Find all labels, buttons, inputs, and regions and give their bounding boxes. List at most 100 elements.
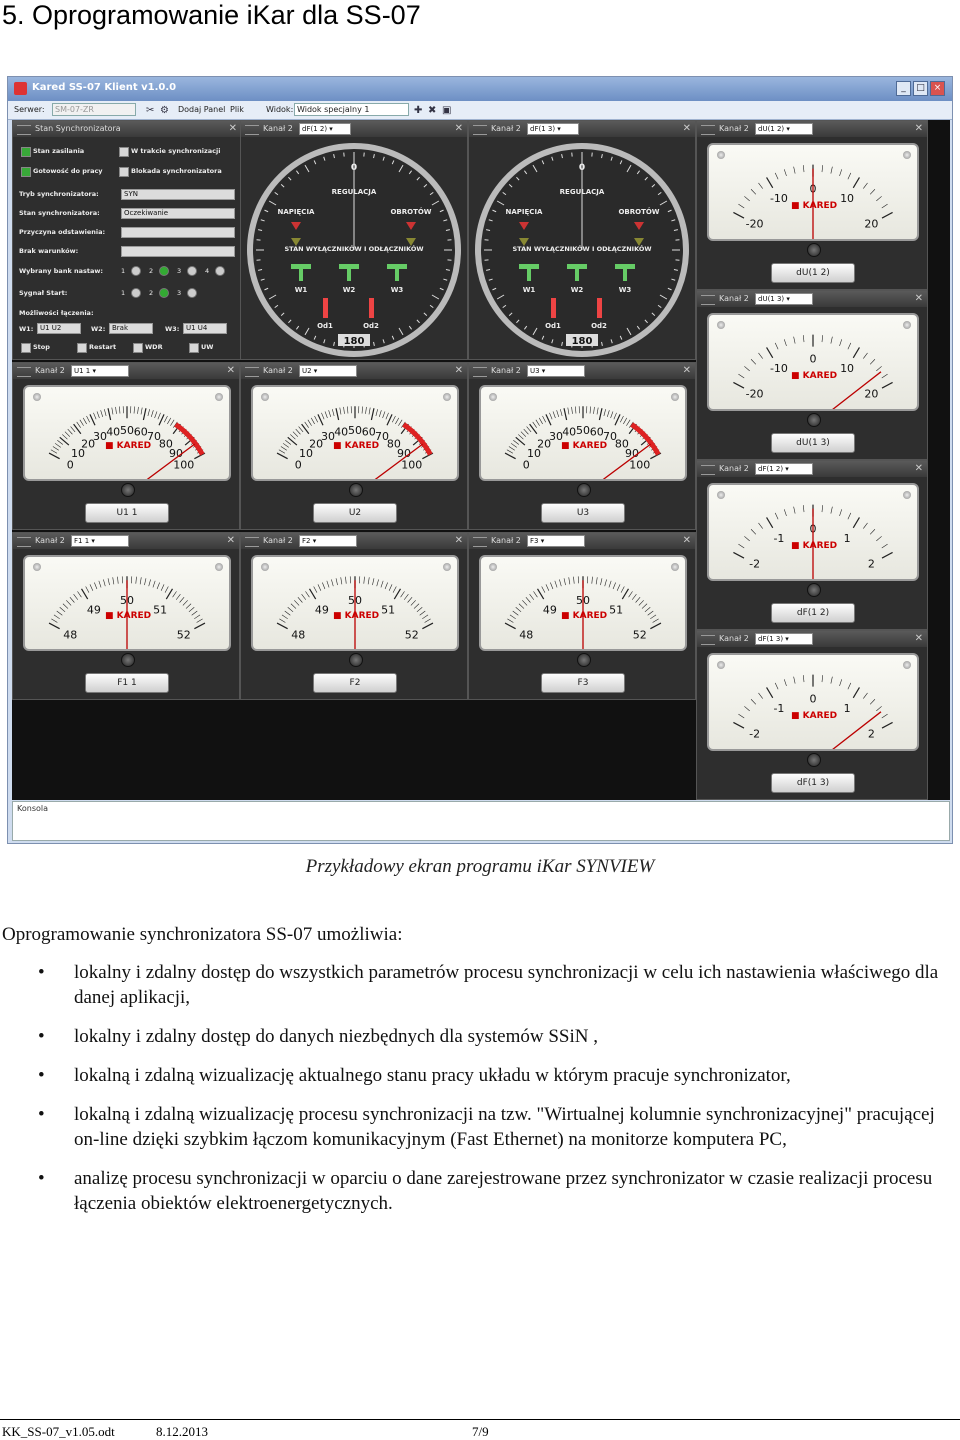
close-panel-icon[interactable]: ✕	[914, 123, 923, 134]
close-panel-icon[interactable]: ✕	[682, 365, 691, 376]
add-view-icon[interactable]: ✚	[414, 105, 423, 116]
drag-grip-icon[interactable]	[17, 537, 31, 547]
bank-radio[interactable]	[159, 266, 169, 276]
scale-tick	[308, 588, 317, 600]
adjust-knob-icon[interactable]	[807, 243, 821, 257]
drag-grip-icon[interactable]	[245, 125, 259, 135]
adjust-knob-icon[interactable]	[577, 653, 591, 667]
toolbar: Serwer: SM-07-ZR ✂ ⚙ Dodaj Panel Plik Wi…	[8, 101, 952, 120]
tick-label: 40	[334, 426, 348, 439]
command-checkbox[interactable]	[77, 343, 87, 353]
scale-tick	[304, 421, 309, 428]
drag-grip-icon[interactable]	[701, 635, 715, 645]
drag-grip-icon[interactable]	[17, 125, 31, 135]
maximize-button[interactable]: □	[913, 81, 928, 96]
channel-select[interactable]: dF(1 3) ▾	[755, 633, 813, 645]
scale-tick	[595, 577, 598, 585]
channel-select[interactable]: U3 ▾	[527, 365, 585, 377]
close-panel-icon[interactable]: ✕	[226, 535, 235, 546]
close-panel-icon[interactable]: ✕	[682, 535, 691, 546]
scale-tick	[295, 428, 301, 435]
server-select[interactable]: SM-07-ZR	[52, 103, 136, 116]
close-panel-icon[interactable]: ✕	[226, 365, 235, 376]
drag-grip-icon[interactable]	[473, 537, 487, 547]
channel-select[interactable]: dF(1 3) ▾	[527, 123, 579, 135]
command-checkbox[interactable]	[21, 343, 31, 353]
meter-select-button[interactable]: F3	[541, 673, 625, 693]
meter-select-button[interactable]: dF(1 2)	[771, 603, 855, 623]
server-label: Serwer:	[14, 105, 45, 114]
adjust-knob-icon[interactable]	[121, 653, 135, 667]
adjust-knob-icon[interactable]	[577, 483, 591, 497]
close-panel-icon[interactable]: ✕	[682, 123, 691, 134]
settings-icon[interactable]: ⚙	[160, 105, 169, 116]
meter-select-button[interactable]: dU(1 3)	[771, 433, 855, 453]
dial-tick	[431, 200, 440, 206]
meter-select-button[interactable]: U1 1	[85, 503, 169, 523]
close-panel-icon[interactable]: ✕	[914, 633, 923, 644]
scale-tick	[104, 409, 107, 417]
adjust-knob-icon[interactable]	[121, 483, 135, 497]
bank-radio[interactable]	[131, 266, 141, 276]
channel-select[interactable]: F3 ▾	[527, 535, 585, 547]
adjust-knob-icon[interactable]	[807, 753, 821, 767]
view-select[interactable]: Widok specjalny 1	[294, 103, 409, 116]
tick-label: -20	[746, 388, 764, 401]
command-checkbox[interactable]	[133, 343, 143, 353]
tools-icon[interactable]: ✂	[146, 105, 155, 116]
drag-grip-icon[interactable]	[701, 465, 715, 475]
close-panel-icon[interactable]: ✕	[914, 293, 923, 304]
minimize-button[interactable]: _	[896, 81, 911, 96]
save-icon[interactable]: ▣	[442, 105, 452, 116]
switch-name: W3	[619, 286, 632, 294]
close-panel-icon[interactable]: ✕	[454, 535, 463, 546]
channel-select[interactable]: dF(1 2) ▾	[755, 463, 813, 475]
scale-tick	[142, 408, 147, 421]
close-panel-icon[interactable]: ✕	[454, 365, 463, 376]
command-checkbox[interactable]	[189, 343, 199, 353]
delete-view-icon[interactable]: ✖	[428, 105, 437, 116]
disconnector-indicator	[551, 298, 556, 318]
channel-select[interactable]: dU(1 3) ▾	[755, 293, 813, 305]
meter-select-button[interactable]: dF(1 3)	[771, 773, 855, 793]
drag-grip-icon[interactable]	[473, 125, 487, 135]
adjust-knob-icon[interactable]	[807, 413, 821, 427]
channel-select[interactable]: dF(1 2) ▾	[299, 123, 351, 135]
channel-select[interactable]: F2 ▾	[299, 535, 357, 547]
adjust-knob-icon[interactable]	[807, 583, 821, 597]
start-radio[interactable]	[187, 288, 197, 298]
channel-select[interactable]: F1 1 ▾	[71, 535, 129, 547]
drag-grip-icon[interactable]	[473, 367, 487, 377]
file-menu[interactable]: Plik	[230, 105, 244, 114]
close-panel-icon[interactable]: ✕	[914, 463, 923, 474]
close-button[interactable]: ×	[930, 81, 945, 96]
meter-select-button[interactable]: F1 1	[85, 673, 169, 693]
meter-select-button[interactable]: dU(1 2)	[771, 263, 855, 283]
bank-radio[interactable]	[187, 266, 197, 276]
bank-radio[interactable]	[215, 266, 225, 276]
drag-grip-icon[interactable]	[245, 367, 259, 377]
close-panel-icon[interactable]: ✕	[228, 123, 237, 134]
drag-grip-icon[interactable]	[17, 367, 31, 377]
tick-label: 2	[868, 558, 875, 571]
drag-grip-icon[interactable]	[245, 537, 259, 547]
close-panel-icon[interactable]: ✕	[454, 123, 463, 134]
scale-tick	[766, 347, 774, 359]
drag-grip-icon[interactable]	[701, 295, 715, 305]
voltage-label: NAPIĘCIA	[278, 208, 316, 216]
adjust-knob-icon[interactable]	[349, 653, 363, 667]
drag-grip-icon[interactable]	[701, 125, 715, 135]
meter-select-button[interactable]: U2	[313, 503, 397, 523]
meter-select-button[interactable]: U3	[541, 503, 625, 523]
channel-select[interactable]: U2 ▾	[299, 365, 357, 377]
channel-select[interactable]: U1 1 ▾	[71, 365, 129, 377]
channel-select[interactable]: dU(1 2) ▾	[755, 123, 813, 135]
meter-select-button[interactable]: F2	[313, 673, 397, 693]
start-radio[interactable]	[131, 288, 141, 298]
field-label: Tryb synchronizatora:	[19, 190, 99, 198]
adjust-knob-icon[interactable]	[349, 483, 363, 497]
start-radio[interactable]	[159, 288, 169, 298]
add-panel-menu[interactable]: Dodaj Panel	[178, 105, 226, 114]
